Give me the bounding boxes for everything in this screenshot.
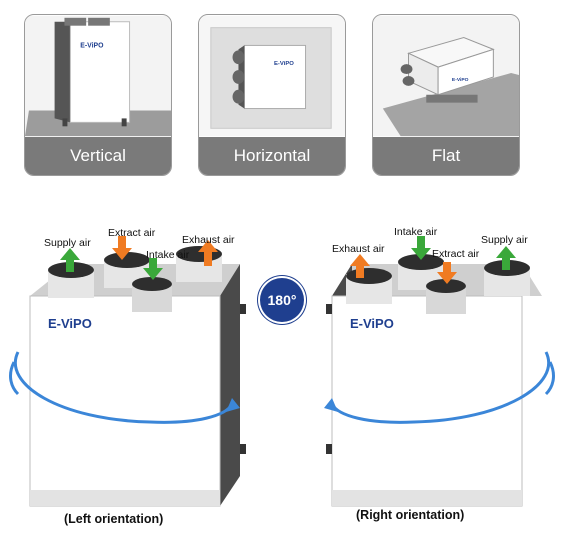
exhaust-air-label: Exhaust air	[332, 243, 385, 255]
rotation-swirl-arrow	[14, 351, 234, 424]
svg-text:E-ViPO: E-ViPO	[80, 42, 104, 49]
orientation-card-flat: E-ViPO Flat	[372, 14, 520, 176]
exhaust-air-label: Exhaust air	[182, 234, 235, 246]
supply-air-label: Supply air	[481, 234, 528, 246]
orientation-label: Flat	[373, 137, 519, 175]
intake-air-arrow-icon	[411, 236, 431, 260]
left-orientation-caption: (Left orientation)	[64, 512, 164, 526]
vertical-unit-photo: E-ViPO	[25, 15, 171, 137]
intake-air-label: Intake air	[394, 226, 438, 238]
rotation-swirl-arrow	[330, 351, 550, 424]
exhaust-air-arrow-icon	[350, 254, 370, 278]
extract-air-label: Extract air	[108, 227, 156, 239]
intake-air-arrow-icon	[143, 258, 163, 280]
supply-air-label: Supply air	[44, 237, 91, 249]
extract-air-arrow-icon	[437, 262, 457, 284]
left-orientation-unit: E-ViPO	[9, 236, 246, 507]
orientation-label: Horizontal	[199, 137, 345, 175]
right-orientation-unit: E-ViPO	[324, 236, 555, 507]
supply-air-arrow-icon	[496, 246, 516, 270]
brand-logo: E-ViPO	[350, 316, 394, 331]
right-orientation-caption: (Right orientation)	[356, 508, 465, 522]
exhaust-air-arrow-icon	[198, 240, 218, 266]
svg-text:E-ViPO: E-ViPO	[274, 61, 294, 67]
orientation-card-vertical: E-ViPO Vertical	[24, 14, 172, 176]
orientation-card-horizontal: E-ViPO Horizontal	[198, 14, 346, 176]
intake-air-label: Intake air	[146, 249, 190, 261]
horizontal-unit-photo: E-ViPO	[199, 15, 345, 137]
extract-air-label: Extract air	[432, 248, 480, 260]
svg-text:E-ViPO: E-ViPO	[452, 77, 469, 83]
flat-unit-photo: E-ViPO	[373, 15, 519, 137]
supply-air-arrow-icon	[60, 248, 80, 272]
extract-air-arrow-icon	[112, 236, 132, 260]
rotation-180-badge: 180°	[260, 278, 304, 322]
orientation-label: Vertical	[25, 137, 171, 175]
brand-logo: E-ViPO	[48, 316, 92, 331]
